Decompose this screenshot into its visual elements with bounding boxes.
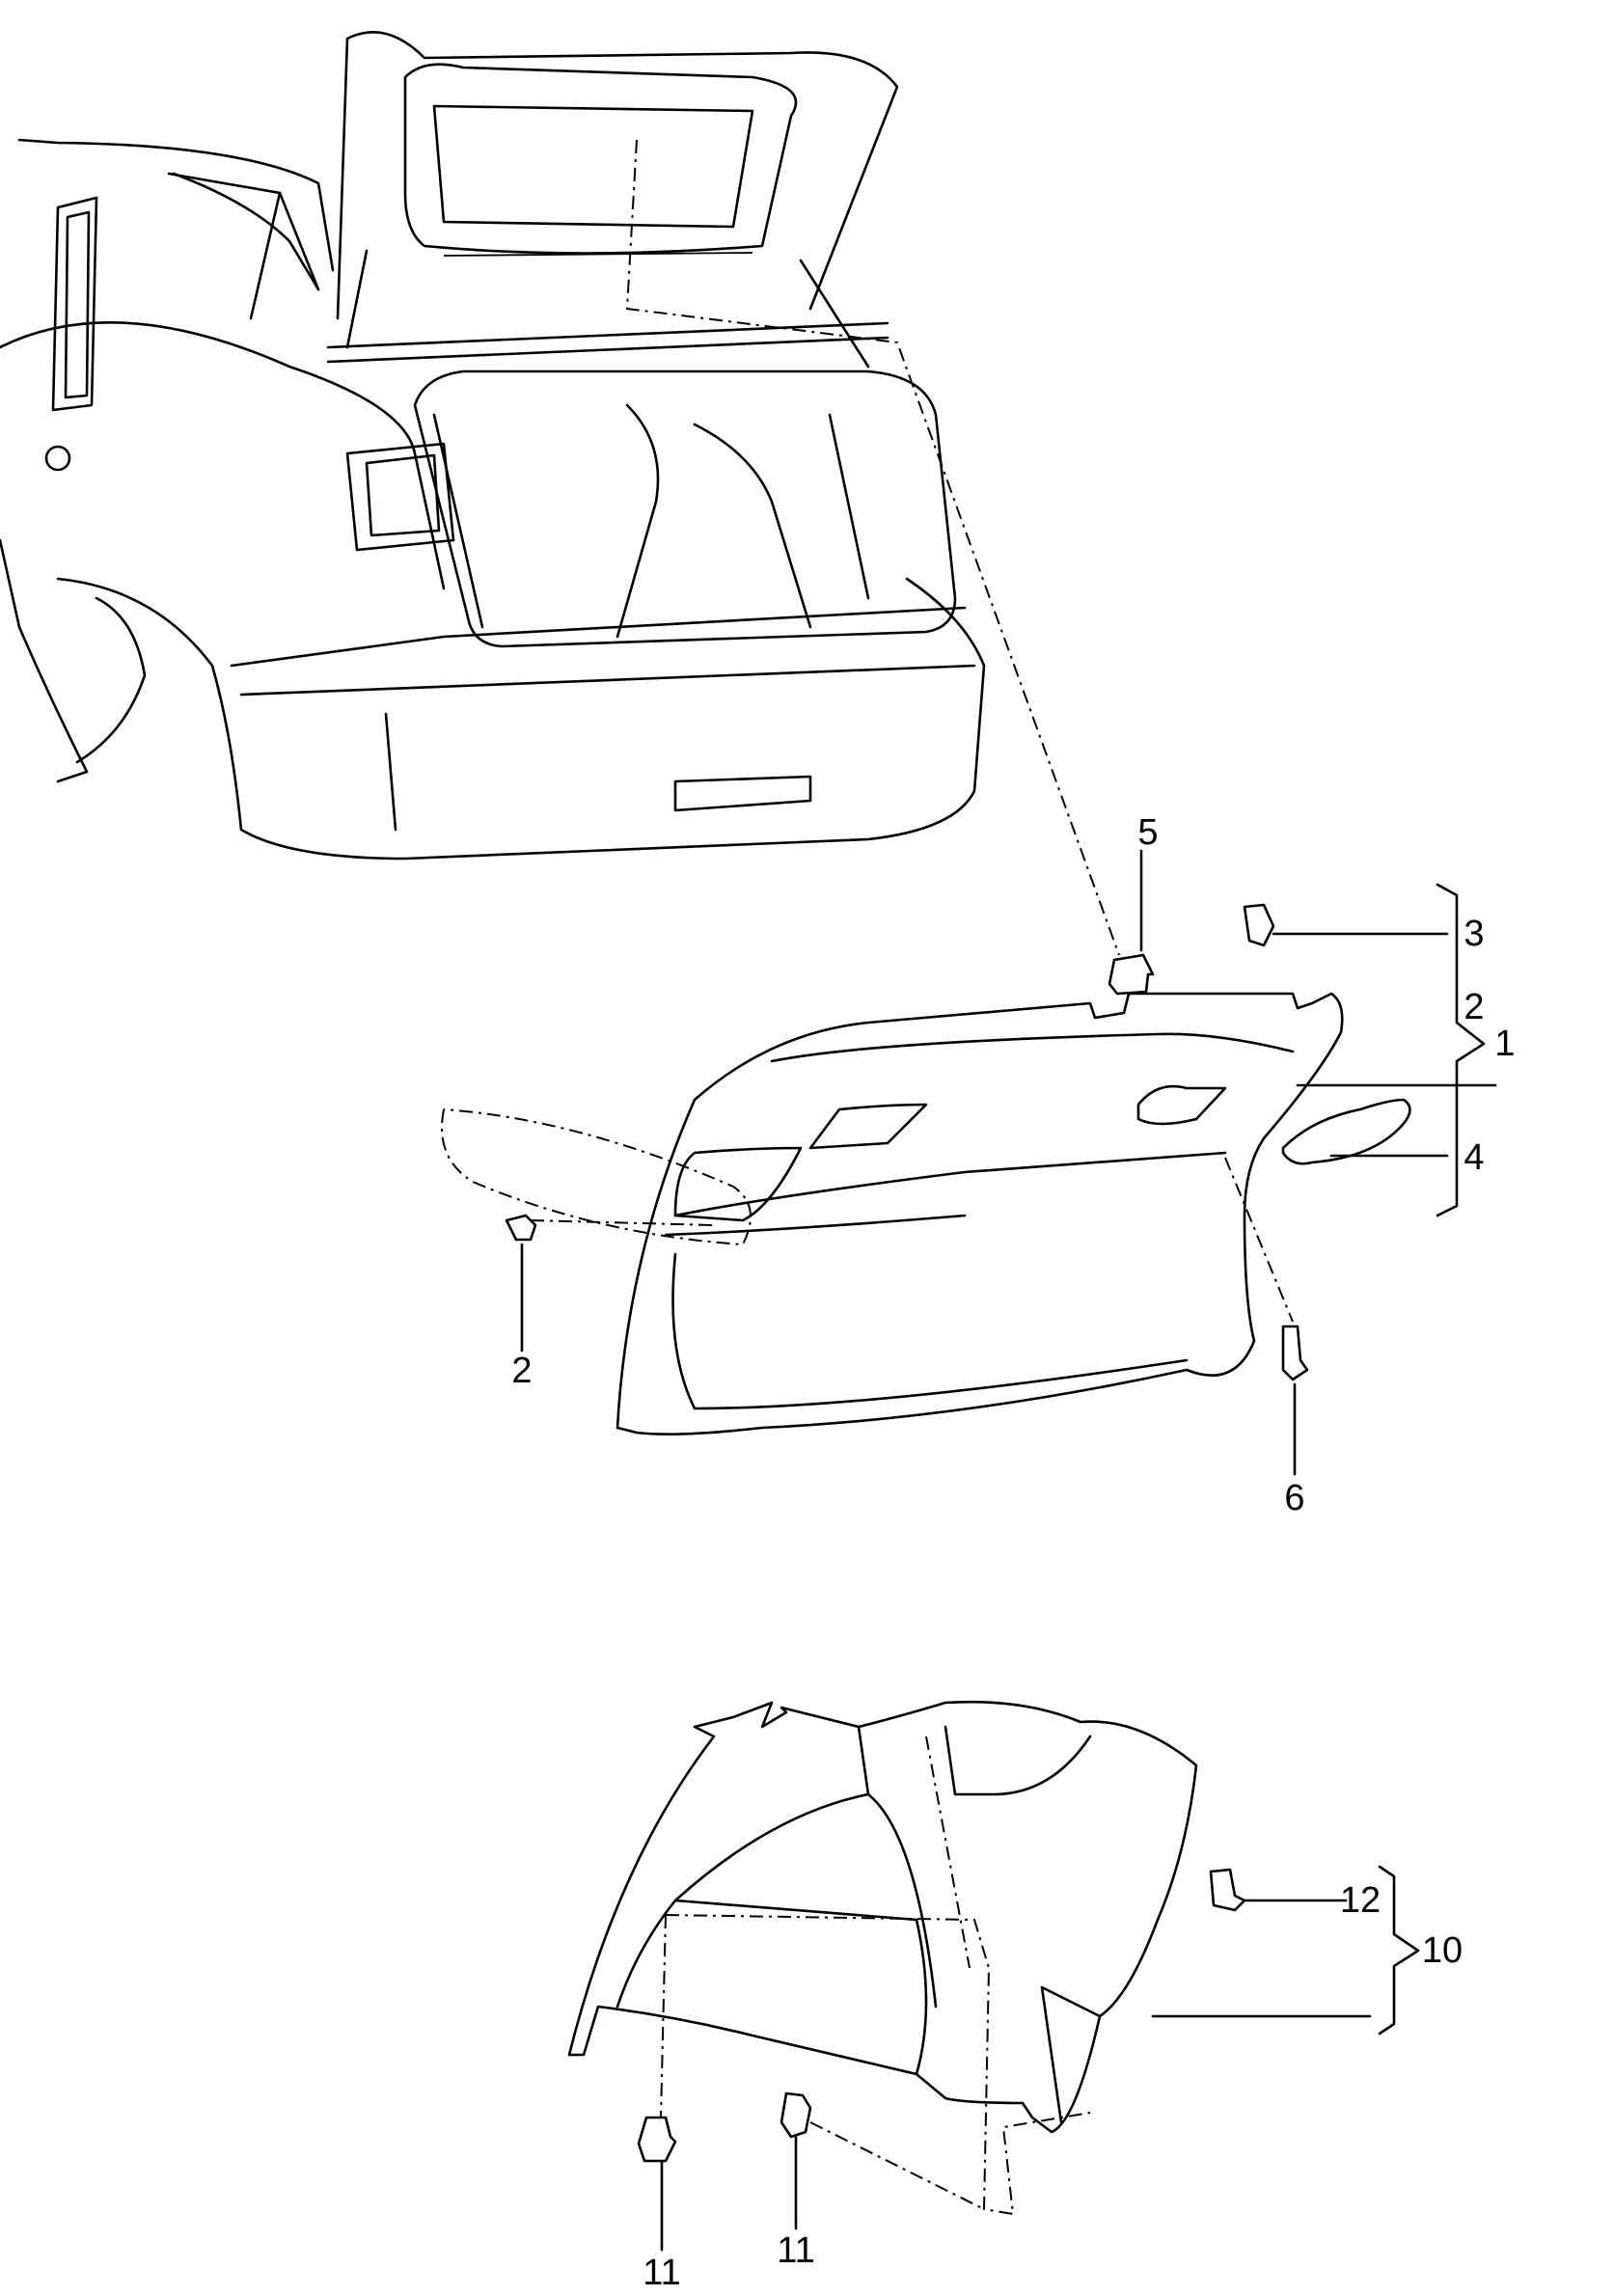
trunk-lid-trim-panel xyxy=(616,992,1344,1435)
callout-12: 12 xyxy=(1339,1880,1381,1921)
callout-6: 6 xyxy=(1284,1478,1305,1518)
part-11-left-screw xyxy=(637,2116,677,2163)
callout-2-right: 2 xyxy=(1464,987,1485,1027)
callout-3: 3 xyxy=(1464,914,1485,954)
part-11-right-screw xyxy=(780,2091,812,2139)
callout-1: 1 xyxy=(1494,1024,1516,1064)
callout-10: 10 xyxy=(1421,1930,1464,1971)
trunk-side-trim xyxy=(567,1700,1198,2134)
callout-11-right: 11 xyxy=(777,2230,815,2271)
part-2-clip xyxy=(505,1214,537,1242)
part-6-screw xyxy=(1281,1325,1309,1381)
part-3-clip xyxy=(1243,903,1275,947)
bracket-1 xyxy=(1436,883,1486,1217)
bracket-10 xyxy=(1378,1865,1420,2036)
car-rear-body xyxy=(0,31,986,861)
callout-2-left: 2 xyxy=(511,1351,533,1391)
part-5-clip xyxy=(1108,953,1155,996)
callout-5: 5 xyxy=(1137,812,1159,853)
callout-11-left: 11 xyxy=(643,2253,681,2293)
part-12-clip xyxy=(1209,1868,1246,1912)
callout-4: 4 xyxy=(1464,1137,1485,1178)
part-4-cover xyxy=(1281,1098,1411,1165)
